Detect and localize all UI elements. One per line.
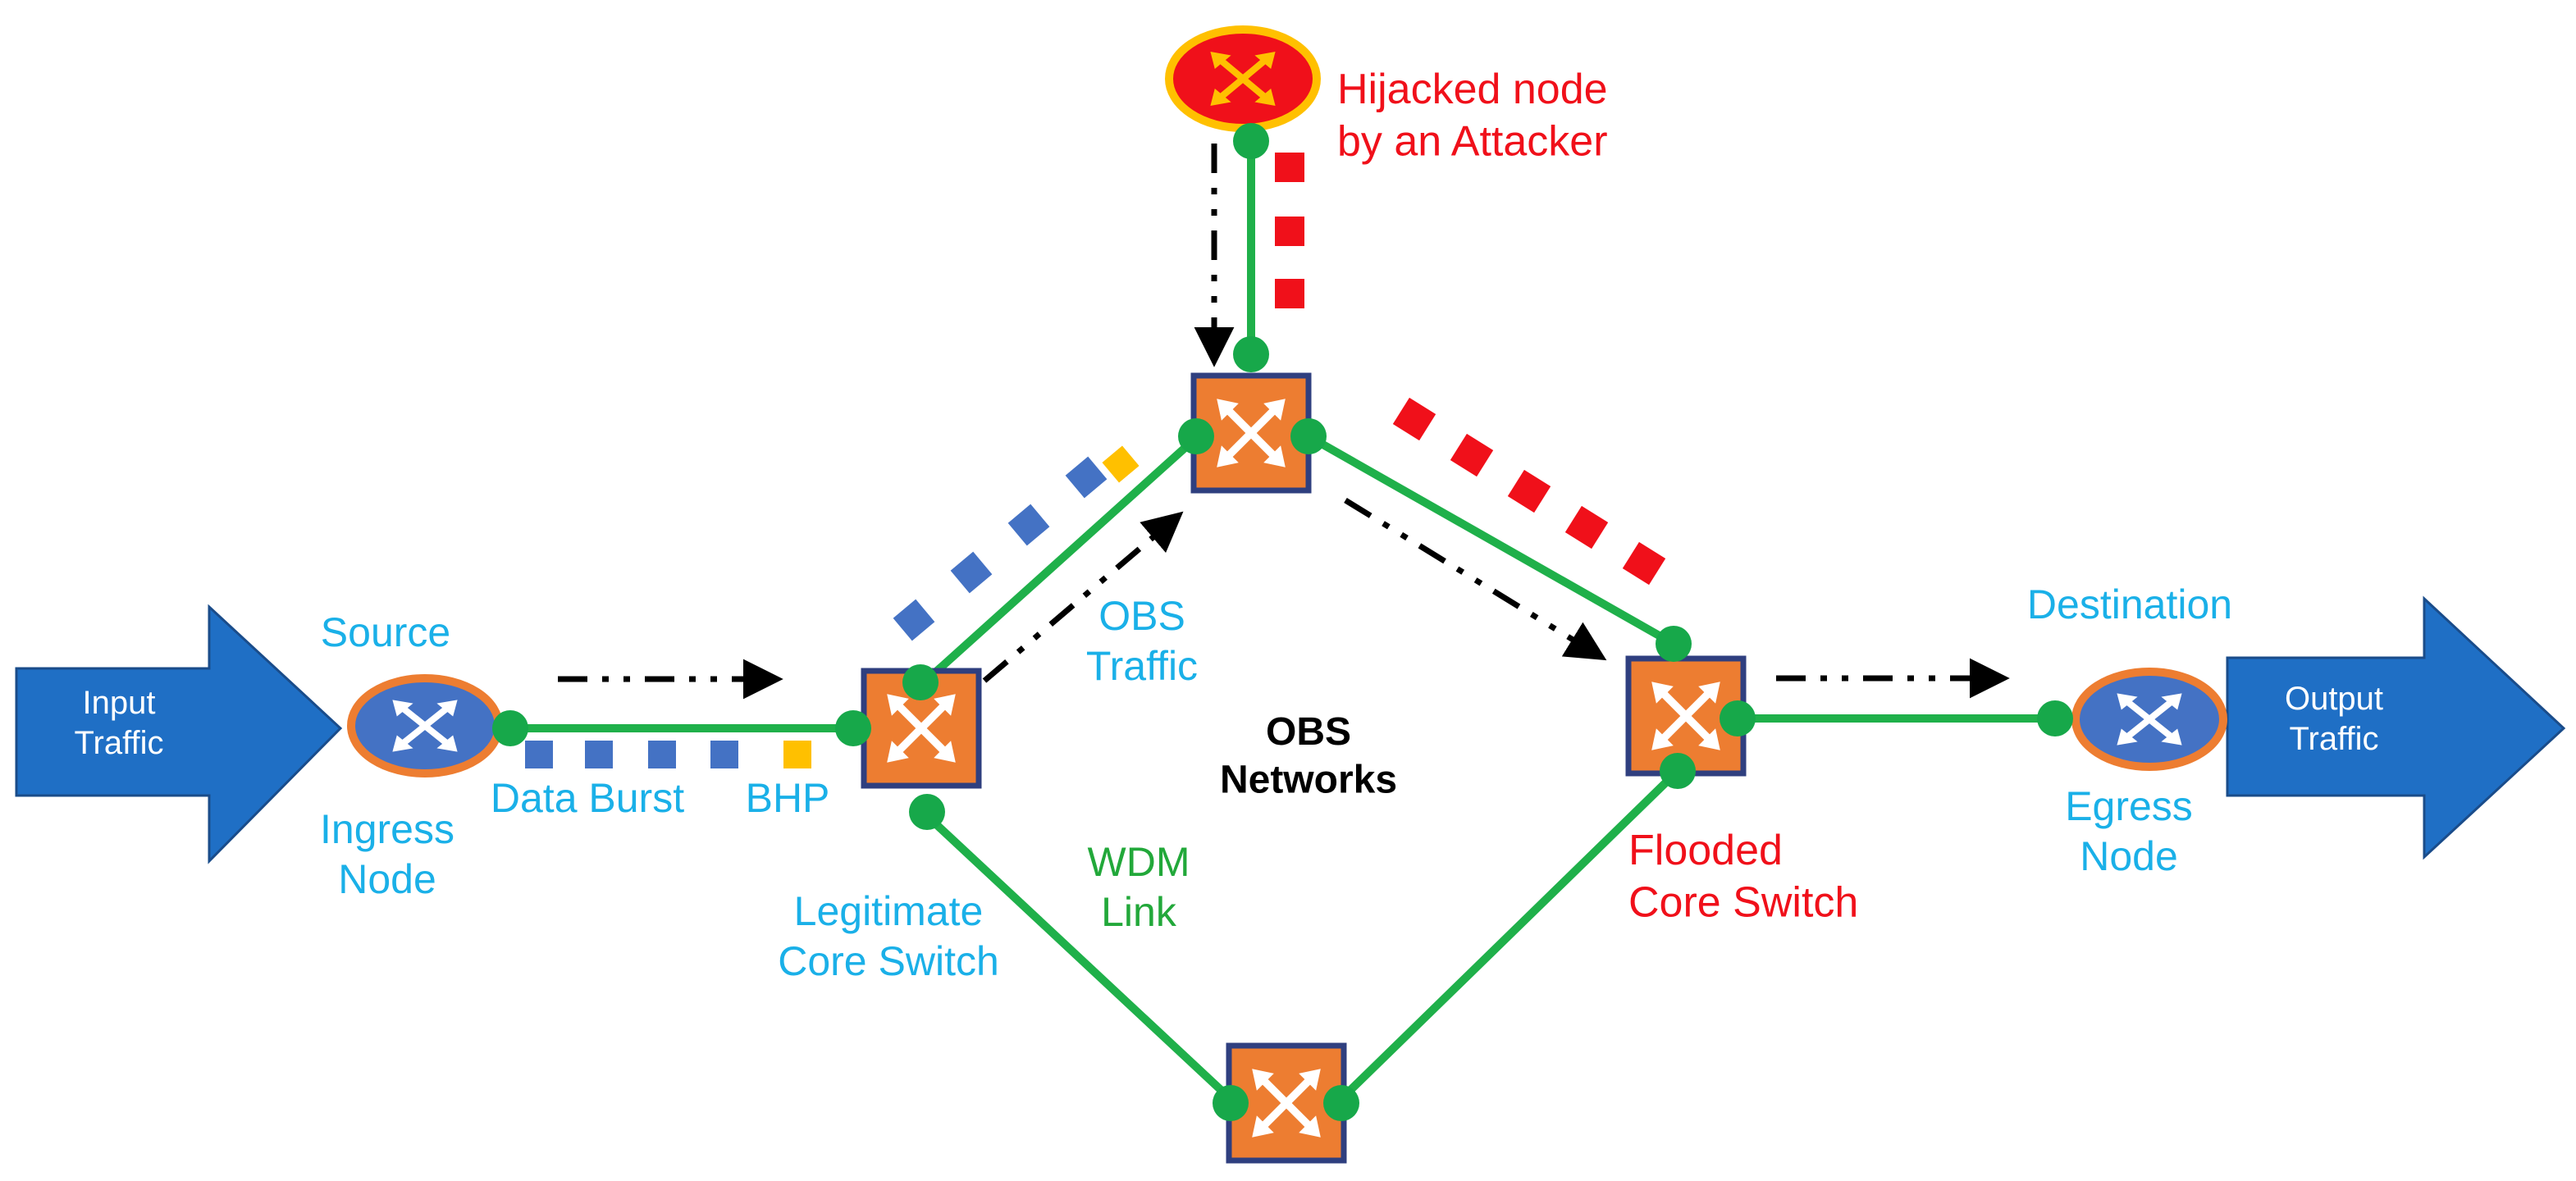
data-burst-diagonal [893,456,1108,641]
egress-node [2071,668,2227,771]
ingress-node [347,674,503,777]
attack-burst-diagonal [1392,397,1666,586]
source-label: Source [321,609,450,655]
port-dots [492,123,2073,1121]
traffic-flow-arrows [558,144,2010,700]
link-top-flooded [1306,432,1676,648]
link-legit-bottom [920,809,1234,1102]
link-legit-top [916,433,1201,691]
destination-label: Destination [2027,581,2232,627]
wdm-links [509,141,2055,1102]
hijacked-node [1165,25,1321,132]
attack-burst-vertical [1275,153,1304,308]
data-burst [525,741,738,768]
data-burst-label: Data Burst [491,775,684,821]
flow-arrow-top-flooded [1344,498,1607,661]
bhp-packet-diagonal [1102,445,1140,483]
bhp-label: BHP [746,775,830,821]
bhp-packet [783,741,811,768]
link-bottom-flooded [1338,768,1681,1102]
core-switch-top [1190,372,1312,494]
